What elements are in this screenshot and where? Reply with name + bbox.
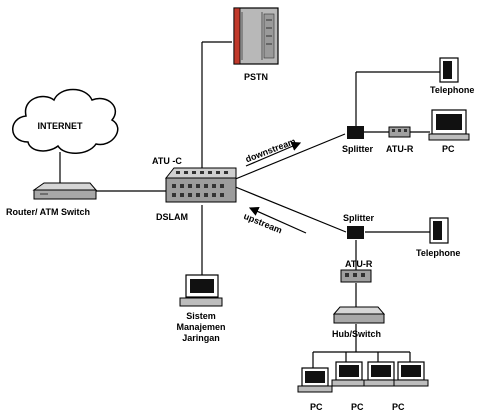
atu-c-label: ATU -C [152, 156, 182, 166]
router-icon [32, 182, 98, 200]
pc-lan-3-label: PC [392, 402, 405, 412]
pc-lan-2-label: PC [351, 402, 364, 412]
atu-r-bottom-label: ATU-R [345, 259, 373, 269]
dslam-icon [164, 167, 237, 203]
downstream-arrow [245, 141, 302, 167]
telephone-top-icon [439, 57, 459, 83]
hub-switch-label: Hub/Switch [332, 329, 381, 339]
pc-top-label: PC [442, 144, 455, 154]
nms-label-line2: Manajemen [176, 322, 226, 332]
telephone-bottom-label: Telephone [416, 248, 461, 258]
nms-label-line1: Sistem [186, 311, 216, 321]
pc-lan-2-icon [331, 361, 367, 387]
atu-r-top-label: ATU-R [386, 144, 414, 154]
pc-lan-4-icon [393, 361, 429, 387]
pstn-switch-icon [233, 7, 279, 65]
pc-lan-1-icon [297, 367, 333, 393]
internet-label: INTERNET [37, 121, 83, 131]
atu-r-bottom-icon [340, 269, 372, 283]
splitter-bottom-icon [347, 226, 364, 239]
pstn-label: PSTN [243, 72, 269, 82]
upstream-arrow [248, 207, 307, 234]
nms-label-line3: Jaringan [182, 333, 220, 343]
nms-pc-icon [179, 274, 223, 307]
internet-cloud-icon [12, 88, 119, 154]
splitter-top-icon [347, 126, 364, 139]
line-dslam-splitter-bottom [232, 185, 347, 233]
line-dslam-splitter-top [232, 133, 346, 181]
router-label: Router/ ATM Switch [6, 207, 90, 217]
splitter-bottom-label: Splitter [343, 213, 375, 223]
pc-top-icon [428, 109, 470, 141]
connection-lines [59, 41, 440, 368]
dslam-label: DSLAM [156, 212, 188, 222]
atu-r-top-icon [388, 126, 411, 138]
telephone-bottom-icon [429, 217, 449, 244]
telephone-top-label: Telephone [430, 85, 475, 95]
pc-lan-1-label: PC [310, 402, 323, 412]
hub-switch-icon [332, 306, 386, 324]
splitter-top-label: Splitter [342, 144, 374, 154]
pc-lan-3-icon [363, 361, 399, 387]
